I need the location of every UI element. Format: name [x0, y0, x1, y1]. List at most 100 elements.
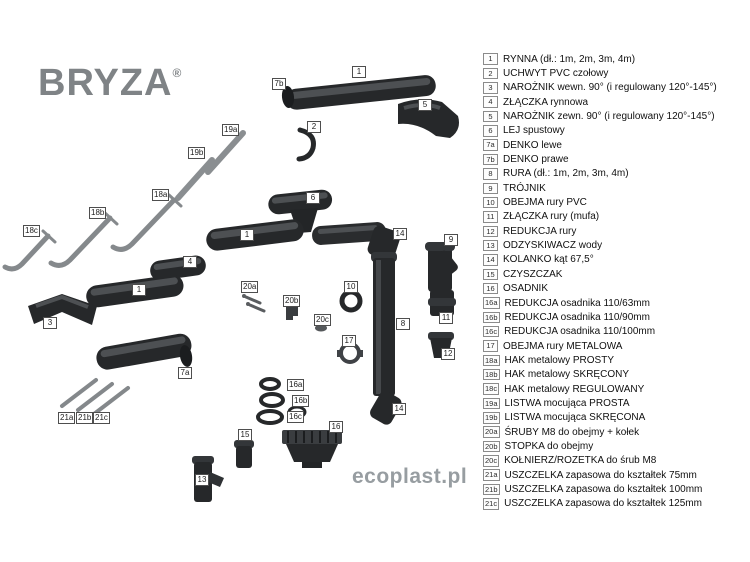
part-callout-label: 9	[444, 234, 458, 246]
part-callout-label: 21b	[76, 412, 94, 424]
legend-label: LISTWA mocująca SKRĘCONA	[504, 412, 646, 424]
part-callout-label: 12	[441, 348, 455, 360]
legend-row: 21c USZCZELKA zapasowa do kształtek 125m…	[483, 497, 749, 511]
legend-code-box: 16c	[483, 325, 500, 338]
legend-label: DENKO lewe	[503, 139, 562, 151]
legend-label: REDUKCJA rury	[503, 225, 577, 237]
legend-label: KOŁNIERZ/ROZETKA do śrub M8	[504, 455, 657, 467]
part-callout-label: 20b	[283, 295, 301, 307]
legend-row: 8 RURA (dł.: 1m, 2m, 3m, 4m)	[483, 167, 749, 181]
uchwyt-pvc-2-part	[296, 127, 316, 162]
legend-label: HAK metalowy PROSTY	[504, 354, 614, 366]
legend-code-box: 1	[483, 53, 498, 65]
legend-code-box: 2	[483, 67, 498, 80]
rynna-top-part	[286, 75, 436, 110]
legend-code-box: 21b	[483, 483, 500, 496]
listwa-prosta-19a-part	[205, 130, 246, 175]
part-callout-label: 10	[344, 281, 358, 293]
part-callout-label: 17	[342, 335, 356, 347]
legend-row: 16 OSADNIK	[483, 282, 749, 296]
legend-code-box: 18b	[483, 368, 500, 381]
part-callout-label: 11	[439, 312, 453, 324]
legend-row: 3 NAROŻNIK wewn. 90° (i regulowany 120°-…	[483, 81, 749, 95]
brand-logo: BRYZA®	[38, 64, 182, 102]
part-callout-label: 6	[306, 192, 320, 204]
legend-code-box: 16b	[483, 311, 500, 324]
part-callout-label: 16b	[292, 395, 310, 407]
legend-label: OBEJMA rury METALOWA	[503, 340, 623, 352]
legend-label: RYNNA (dł.: 1m, 2m, 3m, 4m)	[503, 53, 636, 65]
trojnik-9-part	[425, 242, 458, 292]
legend-code-box: 18c	[483, 383, 500, 395]
legend-row: 18c HAK metalowy REGULOWANY	[483, 382, 749, 396]
legend-row: 21b USZCZELKA zapasowa do kształtek 100m…	[483, 482, 749, 496]
legend-label: HAK metalowy REGULOWANY	[504, 383, 645, 395]
legend-code-box: 17	[483, 340, 498, 352]
legend-code-box: 19a	[483, 397, 500, 410]
kolanko-gorne-14-part	[312, 222, 401, 261]
legend-label: ZŁĄCZKA rynnowa	[503, 96, 589, 108]
part-callout-label: 19b	[188, 147, 206, 159]
legend-code-box: 3	[483, 82, 498, 94]
legend-label: HAK metalowy SKRĘCONY	[504, 369, 629, 381]
hak-regulowany-18c-part	[2, 229, 57, 272]
legend-label: REDUKCJA osadnika 110/100mm	[504, 326, 656, 338]
legend-row: 13 ODZYSKIWACZ wody	[483, 238, 749, 252]
registered-mark: ®	[172, 66, 183, 80]
hak-prosty-18a-part	[110, 193, 183, 252]
part-callout-label: 18a	[152, 189, 170, 201]
legend-label: ZŁĄCZKA rury (mufa)	[503, 211, 600, 223]
rynna-denko-7a-part	[96, 333, 193, 370]
part-callout-label: 16c	[287, 411, 304, 423]
part-callout-label: 16	[329, 421, 343, 433]
part-callout-label: 7a	[178, 367, 192, 379]
hak-skrecony-18b-part	[48, 211, 119, 268]
legend-code-box: 20a	[483, 426, 500, 438]
legend-row: 2 UCHWYT PVC czołowy	[483, 66, 749, 80]
legend-row: 14 KOLANKO kąt 67,5°	[483, 253, 749, 267]
website-text: ecoplast.pl	[352, 465, 468, 488]
part-callout-label: 8	[396, 318, 410, 330]
part-callout-label: 7b	[272, 78, 286, 90]
part-callout-label: 18b	[89, 207, 107, 219]
legend-label: NAROŻNIK zewn. 90° (i regulowany 120°-14…	[503, 111, 715, 123]
legend-row: 19a LISTWA mocująca PROSTA	[483, 396, 749, 410]
legend-row: 1 RYNNA (dł.: 1m, 2m, 3m, 4m)	[483, 52, 749, 66]
legend-row: 21a USZCZELKA zapasowa do kształtek 75mm	[483, 468, 749, 482]
legend-row: 9 TRÓJNIK	[483, 181, 749, 195]
legend-row: 18b HAK metalowy SKRĘCONY	[483, 368, 749, 382]
legend-code-box: 14	[483, 254, 498, 266]
legend-row: 6 LEJ spustowy	[483, 124, 749, 138]
legend-label: TRÓJNIK	[503, 182, 546, 194]
legend-code-box: 4	[483, 96, 498, 108]
part-callout-label: 19a	[222, 124, 240, 136]
legend-label: NAROŻNIK wewn. 90° (i regulowany 120°-14…	[503, 82, 717, 94]
legend-label: LEJ spustowy	[503, 125, 565, 137]
legend-code-box: 11	[483, 211, 498, 223]
part-callout-label: 20a	[241, 281, 259, 293]
legend-row: 16c REDUKCJA osadnika 110/100mm	[483, 325, 749, 339]
rura-8-part	[371, 252, 397, 396]
legend-label: USZCZELKA zapasowa do kształtek 75mm	[504, 469, 697, 481]
legend-row: 7a DENKO lewe	[483, 138, 749, 152]
part-callout-label: 2	[307, 121, 321, 133]
part-callout-label: 16a	[287, 379, 305, 391]
diagram-labels: 7b 1 5 2 19a 19b 18a 18b 18c 6 1 14 9 4 …	[23, 66, 458, 486]
legend-label: CZYSZCZAK	[503, 268, 563, 280]
osadnik-16-part	[282, 405, 342, 468]
part-callout-label: 13	[195, 474, 209, 486]
legend-row: 12 REDUKCJA rury	[483, 224, 749, 238]
legend-code-box: 5	[483, 110, 498, 123]
legend-row: 4 ZŁĄCZKA rynnowa	[483, 95, 749, 109]
legend-label: OBEJMA rury PVC	[503, 197, 587, 209]
czyszczak-15-part	[234, 440, 254, 468]
legend-row: 7b DENKO prawe	[483, 152, 749, 166]
rynna-middle-part	[206, 219, 304, 251]
legend-label: ODZYSKIWACZ wody	[503, 240, 603, 252]
zlaczka-rury-11-part	[428, 290, 456, 316]
part-callout-label: 21c	[93, 412, 110, 424]
legend-row: 20b STOPKA do obejmy	[483, 439, 749, 453]
part-callout-label: 15	[238, 429, 252, 441]
kolnierz-20c-part	[315, 324, 327, 332]
